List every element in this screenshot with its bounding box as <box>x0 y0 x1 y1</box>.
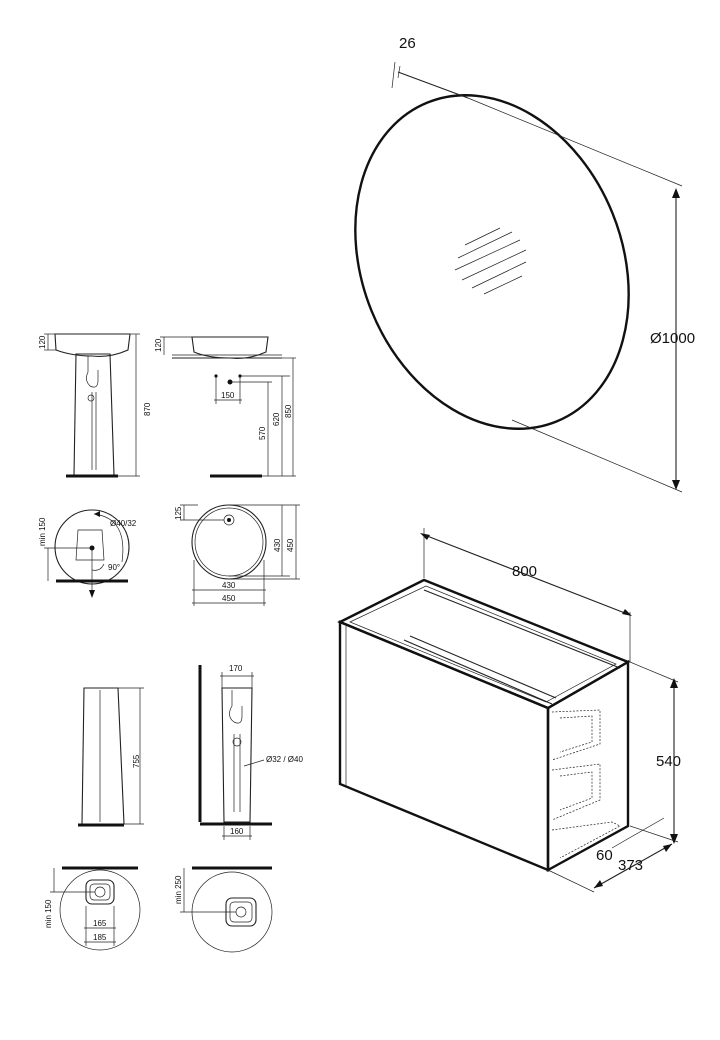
pedestal-top-width-label: 170 <box>229 664 243 673</box>
plan2-min-height-label: min 250 <box>174 875 183 904</box>
cabinet-depth-label: 373 <box>618 857 643 874</box>
basin-pedestal-top-view: Ø40/32 90° min 150 <box>38 509 137 598</box>
angle-label: 90° <box>108 563 120 572</box>
pedestal-front-view: 755 <box>78 687 144 827</box>
wall-offset-label: 150 <box>221 391 235 400</box>
back-offset-label: 125 <box>174 506 183 520</box>
width-outer-label: 450 <box>222 594 236 603</box>
basin-wall-side-view: 150 570 620 850 120 <box>154 336 296 478</box>
drain-height-1-label: 570 <box>258 426 267 440</box>
wall-total-height-label: 850 <box>284 404 293 418</box>
mirror-reflection-icon <box>454 227 527 295</box>
drain-height-2-label: 620 <box>272 412 281 426</box>
plan1-outer-label: 185 <box>93 933 107 942</box>
plan1-min-height-label: min 150 <box>44 899 53 928</box>
vanity-cabinet: 800 540 373 60 <box>337 528 681 893</box>
pedestal-min-height-label: min 150 <box>38 517 47 546</box>
basin-pedestal-side-view: 120 870 <box>38 333 152 478</box>
mirror-thickness-label: 26 <box>399 35 416 52</box>
wall-basin-height-label: 120 <box>154 338 163 352</box>
pedestal-bottom-width-label: 160 <box>230 827 244 836</box>
drain-diameter-label: Ø40/32 <box>110 519 137 528</box>
depth-outer-label: 450 <box>286 538 295 552</box>
plan1-inner-label: 165 <box>93 919 107 928</box>
width-inner-label: 430 <box>222 581 236 590</box>
cabinet-plinth-label: 60 <box>596 847 613 864</box>
pedestal-height-label: 755 <box>132 754 141 768</box>
cabinet-width-label: 800 <box>512 563 537 580</box>
cabinet-height-label: 540 <box>656 753 681 770</box>
pedestal-plan-view-2: min 250 <box>174 866 273 953</box>
total-height-label: 870 <box>143 402 152 416</box>
pedestal-side-view: 170 Ø32 / Ø40 160 <box>198 664 303 840</box>
basin-height-label: 120 <box>38 335 47 349</box>
pipe-diameter-label: Ø32 / Ø40 <box>266 755 303 764</box>
cabinet-drawers <box>551 709 621 859</box>
depth-inner-label: 430 <box>273 538 282 552</box>
mirror-diameter-label: Ø1000 <box>650 330 695 347</box>
round-mirror: 26 Ø1000 <box>354 35 695 493</box>
pedestal-plan-view-1: min 150 165 185 <box>44 866 141 951</box>
basin-top-view: 125 430 450 430 450 <box>174 504 300 606</box>
